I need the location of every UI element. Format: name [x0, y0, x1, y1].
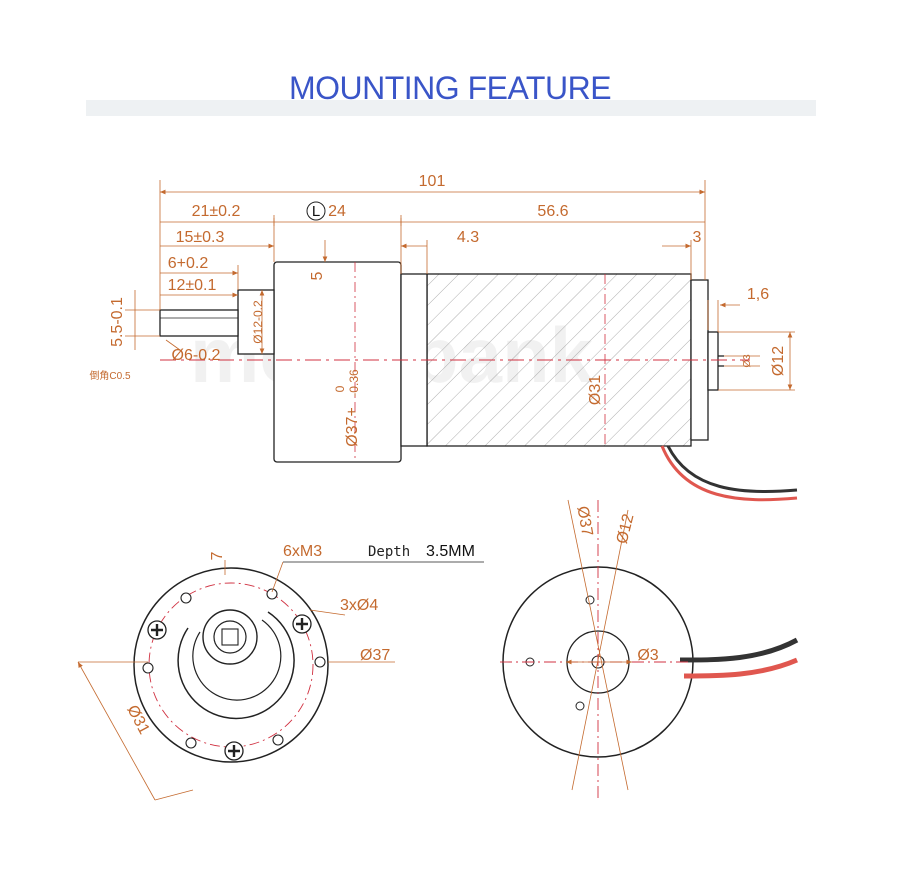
dimension-lines: [125, 180, 795, 391]
dim-rear-boss-diameter: Ø12: [770, 346, 787, 376]
dim-overall-length: 101: [419, 173, 446, 190]
dim-collar-length: 12±0.1: [168, 277, 217, 294]
dim-rear-boss-dia: Ø12: [614, 512, 638, 546]
depth-value: 3.5MM: [426, 543, 475, 560]
svg-text:-0.36: -0.36: [347, 369, 361, 397]
screw-heads: [147, 614, 312, 761]
dim-motor-diameter: Ø31: [587, 375, 604, 405]
dim-rear-boss-length: 3: [693, 229, 702, 246]
dim-gearbox-length: 21±0.2: [192, 203, 241, 220]
front-flange-outline: [133, 567, 329, 763]
dim-shaft-length: 15±0.3: [176, 229, 225, 246]
front-dimension-lines: [77, 560, 484, 801]
rear-dimension-lines: [566, 499, 632, 791]
dim-flat-length: 6+0.2: [168, 255, 209, 272]
front-view: [133, 567, 329, 763]
svg-text:Ø37+: Ø37+: [344, 407, 361, 447]
dim-front-outer-diameter: Ø37: [360, 647, 390, 664]
gearbox-body: [273, 261, 402, 463]
dim-through-holes: 3xØ4: [340, 597, 378, 614]
dim-rear-thickness: 1,6: [747, 286, 769, 303]
depth-label: Depth: [368, 544, 410, 560]
rear-boss: [707, 331, 719, 391]
title-underline-bar: [86, 100, 816, 116]
thread-holes: [142, 588, 326, 749]
dim-rear-outer-diameter: Ø37: [573, 505, 595, 538]
dim-motor-length: 56.6: [537, 203, 568, 220]
dim-shaft-diameter: Ø6-0.2: [172, 347, 221, 364]
shaft-collar: [237, 289, 275, 355]
page-title: MOUNTING FEATURE: [288, 70, 612, 106]
l-symbol-circle: [306, 201, 326, 221]
dim-step-length: 4.3: [457, 229, 479, 246]
dim-rear-shaft-dia: Ø3: [637, 647, 658, 664]
dim-flat-height: 5.5-0.1: [109, 297, 126, 347]
dim-thread-holes: 6xM3: [283, 543, 322, 560]
dim-gearbox-diameter: Ø37+ 0 -0.36: [333, 369, 361, 447]
dim-collar-offset: 5: [309, 271, 326, 280]
l-symbol: L: [312, 203, 320, 220]
svg-text:0: 0: [333, 385, 347, 392]
dim-rear-shaft-diameter: Ø3: [742, 354, 753, 368]
output-boss: [202, 609, 258, 665]
output-shaft: [159, 309, 239, 337]
chamfer-note: 倒角C0.5: [89, 370, 131, 382]
dim-l-value: 24: [328, 203, 346, 220]
dim-collar-diameter: Ø12-0.2: [251, 300, 265, 344]
dim-angle: 7: [209, 551, 226, 560]
